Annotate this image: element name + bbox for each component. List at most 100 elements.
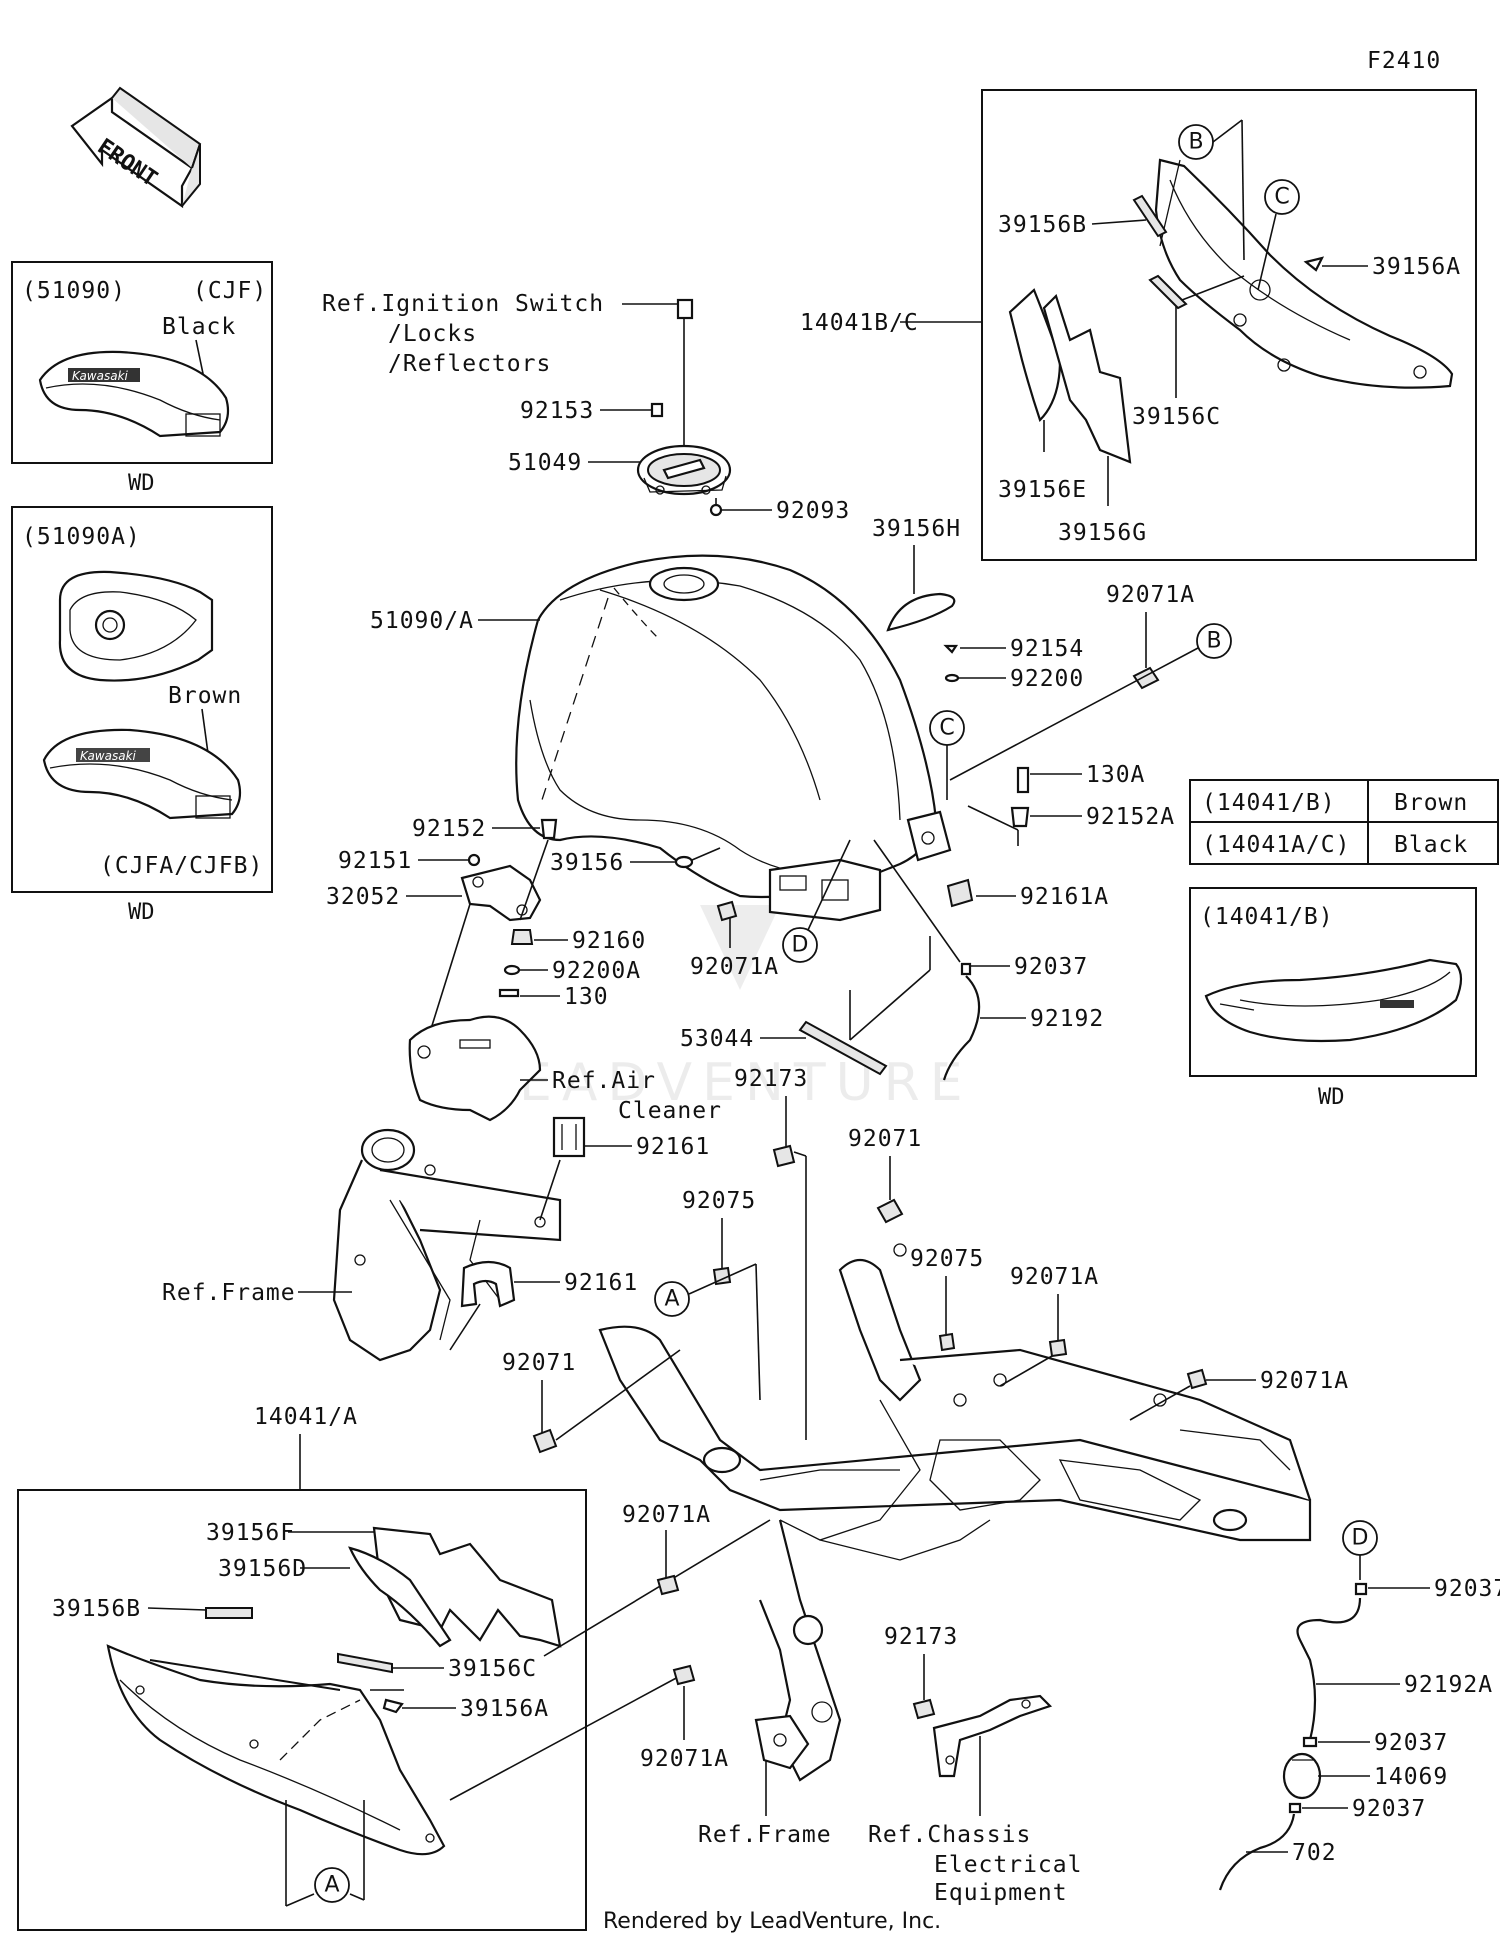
callout-d-bot-label: D [1352,1526,1369,1551]
color-table-row2-color: Black [1394,832,1468,858]
strip-39156c-top [1148,274,1188,310]
callout-a [654,1281,690,1317]
washer-92200 [944,673,960,683]
decal-39156a-bot [382,1698,404,1714]
bolt-92154 [943,644,959,654]
side-cover-14041a [106,1644,446,1856]
color-table-row2-part: (14041A/C) [1202,832,1350,858]
ref-chassis-1: Ref.Chassis [868,1822,1031,1848]
label-92153: 92153 [520,398,594,424]
tank-brown-top-image [58,570,214,682]
callout-d-label: D [792,933,809,958]
callout-b-top-label: B [1188,130,1203,155]
clamp-92037-3 [1302,1736,1318,1748]
ignition-bolt [676,298,694,320]
label-39156g: 39156G [1058,520,1147,546]
fuel-tank-51090a [515,554,952,922]
nut-92075-1 [712,1266,732,1286]
front-frame-ref [332,1128,562,1362]
diagram-code: F2410 [1367,48,1441,74]
bracket-32052 [460,864,542,922]
callout-a-label: A [664,1287,679,1312]
label-92161-2: 92161 [564,1270,638,1296]
frame-bracket-lower [754,1714,810,1770]
strip-39156b-top [1132,194,1168,238]
strip-39156c-bot [337,1652,393,1674]
label-39156a-bot: 39156A [460,1696,549,1722]
clamp-92037-2 [1354,1582,1368,1596]
inset-51090-part: (51090) [22,278,126,304]
label-92173-2: 92173 [884,1624,958,1650]
nut-92071a-2 [716,900,738,922]
inset-14041b-caption: WD [1318,1085,1345,1110]
color-table: (14041/B) Brown (14041A/C) Black [1189,779,1499,865]
label-92071a-4: 92071A [1260,1368,1349,1394]
clamp-92037-1 [960,962,972,976]
valve-14069 [1282,1752,1322,1800]
label-92152a: 92152A [1086,804,1175,830]
label-92071a-6: 92071A [640,1746,729,1772]
label-92151: 92151 [338,848,412,874]
label-32052: 32052 [326,884,400,910]
inset-51090a-caption: WD [128,900,155,925]
inset-51090: (51090) (CJF) Black Kawasaki WD [11,261,273,496]
inset-14041bc: 14041B/C B C 39156B 39156A 39156C [800,89,1477,561]
label-39156b-top: 39156B [998,212,1087,238]
decal-39156a-top [1303,256,1325,272]
watermark-logo [700,905,780,990]
bolt-130a [1016,766,1030,794]
label-92071a-3: 92071A [1010,1264,1099,1290]
main-frame-ref [598,1243,1312,1782]
inset-51090-color: Black [162,314,236,340]
label-92173-1: 92173 [734,1066,808,1092]
fuel-cap-51049 [636,444,732,496]
damper-92161a [946,878,974,908]
label-702: 702 [1292,1840,1337,1866]
label-53044: 53044 [680,1026,754,1052]
screw-92151 [467,853,481,867]
clip-92173-2 [912,1698,936,1720]
callout-a-bot-label: A [324,1873,339,1898]
label-92037-1: 92037 [1014,954,1088,980]
label-92160: 92160 [572,928,646,954]
label-14041a: 14041/A [254,1404,358,1430]
footer-credit: Rendered by LeadVenture, Inc. [603,1909,941,1934]
callout-c-top-label: C [1274,185,1289,210]
chassis-bracket-ref [932,1694,1053,1778]
ref-frame-1: Ref.Frame [162,1280,296,1306]
label-51090a: 51090/A [370,608,474,634]
tank-black-image: Kawasaki [38,350,230,438]
label-39156: 39156 [550,850,624,876]
label-39156c-bot: 39156C [448,1656,537,1682]
nut-92071-2 [532,1428,558,1454]
label-92192: 92192 [1030,1006,1104,1032]
nut-92071a-5 [656,1574,680,1596]
label-92152: 92152 [412,816,486,842]
callout-b-label: B [1206,629,1221,654]
screw-92153 [650,402,664,418]
ref-ignition-1: Ref.Ignition Switch [322,291,604,317]
ref-frame-2: Ref.Frame [698,1822,832,1848]
callout-b [1196,623,1232,659]
strip-39156b-bot [205,1607,253,1619]
label-39156f: 39156F [206,1520,295,1546]
label-92037-2: 92037 [1434,1576,1500,1602]
damper-92161-2 [460,1260,516,1308]
label-92200: 92200 [1010,666,1084,692]
label-92161a: 92161A [1020,884,1109,910]
nut-92071a-4 [1186,1368,1208,1390]
bolt-130 [498,988,520,998]
inset-51090-caption: WD [128,471,155,496]
ref-air-2: Cleaner [618,1098,722,1124]
label-51049: 51049 [508,450,582,476]
ref-chassis-3: Equipment [934,1880,1068,1906]
callout-d [782,927,818,963]
decal-39156h [886,592,956,632]
ref-ignition-2: /Locks [388,321,477,347]
color-table-row1-part: (14041/B) [1202,790,1336,816]
callout-c-top [1264,179,1300,215]
inset-51090a-variant: (CJFA/CJFB) [100,853,263,879]
washer-92200a [503,964,521,976]
